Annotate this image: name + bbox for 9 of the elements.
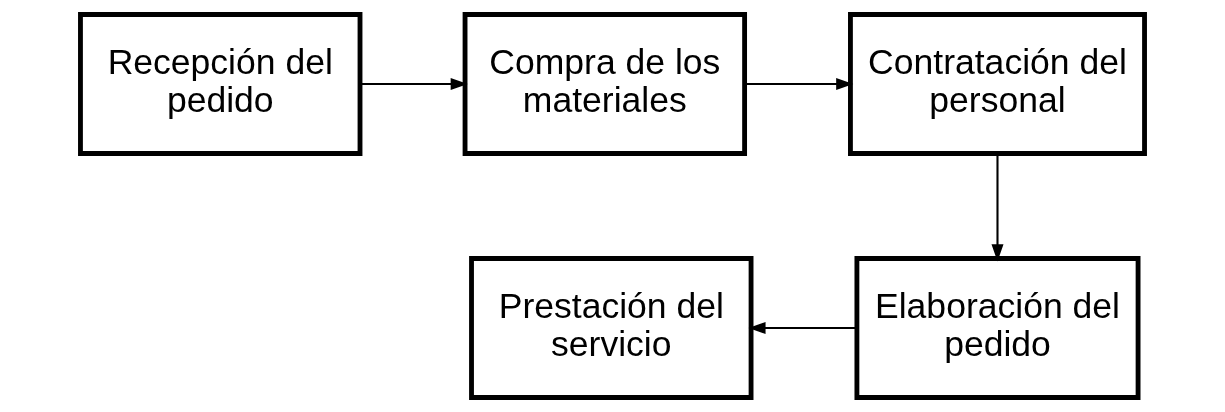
node-box: Elaboración del pedido bbox=[854, 256, 1141, 400]
node-box: Recepción del pedido bbox=[78, 12, 363, 156]
arrow bbox=[360, 78, 468, 90]
arrow bbox=[991, 153, 1004, 262]
arrow bbox=[745, 78, 854, 90]
node-box: Prestación del servicio bbox=[469, 256, 754, 400]
node-box: Compra de los materiales bbox=[462, 12, 748, 156]
node-box: Contratación del personal bbox=[848, 12, 1147, 156]
arrow bbox=[748, 322, 857, 334]
